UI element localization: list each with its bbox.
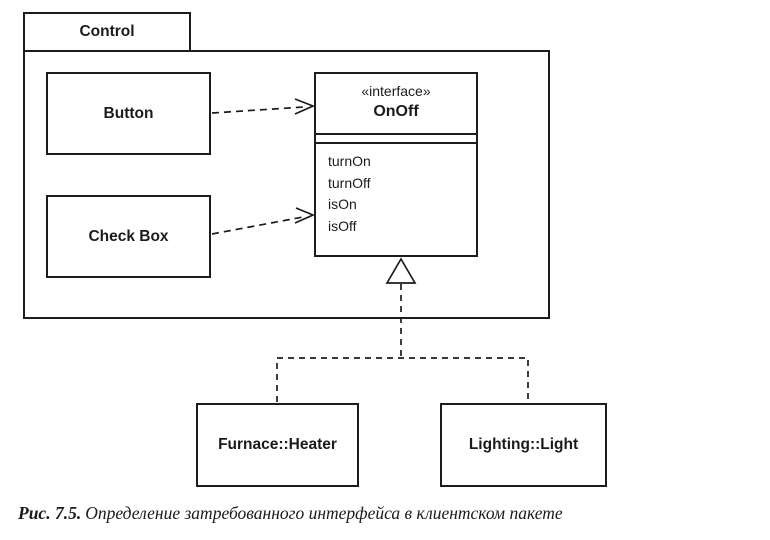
class-name: Check Box [88,227,169,245]
package-tab-control: Control [23,12,191,50]
interface-attributes-compartment-empty [316,133,476,144]
interface-operation: turnOn [328,153,371,169]
figure-caption: Рис. 7.5.Определение затребованного инте… [18,503,763,524]
figure-caption-text: Определение затребованного интерфейса в … [85,503,563,523]
class-node-button: Button [46,72,211,155]
interface-stereotype: «interface» [361,83,431,99]
open-arrowhead-icon [294,207,316,224]
hollow-triangle-icon [385,257,417,284]
class-node-checkbox: Check Box [46,195,211,278]
package-body [23,50,550,319]
interface-node-onoff: «interface» OnOff turnOn turnOff isOn is… [314,72,478,257]
class-name: Furnace::Heater [218,436,337,453]
class-name: Lighting::Light [468,436,579,453]
figure-caption-label: Рис. 7.5. [18,503,82,523]
interface-name: OnOff [373,103,419,120]
dependency-arrow-checkbox-onoff [211,207,316,235]
open-arrowhead-icon [294,98,316,115]
class-name: Button [103,104,154,122]
interface-operations-compartment: turnOn turnOff isOn isOff [316,144,476,255]
dependency-arrow-button-onoff [211,98,316,115]
interface-operation: isOff [328,217,357,234]
interface-operation: turnOff [328,174,371,191]
class-node-lighting-light: Lighting::Light [440,403,607,487]
interface-operation: isOn [328,196,357,212]
realization-connector [276,257,529,402]
package-name: Control [79,23,135,40]
class-node-furnace-heater: Furnace::Heater [196,403,359,487]
interface-name-compartment: «interface» OnOff [316,74,476,133]
